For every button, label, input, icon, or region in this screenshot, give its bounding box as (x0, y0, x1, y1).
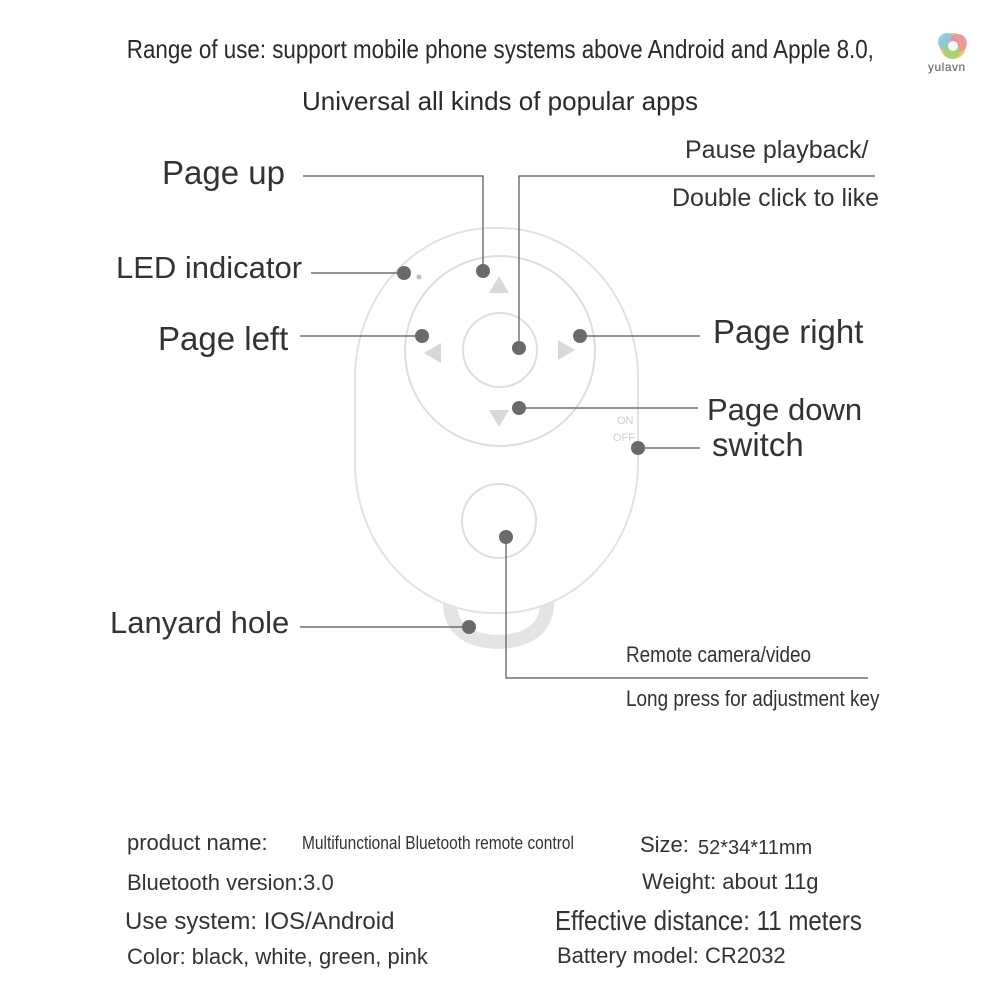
label-pause-playback: Pause playback/ (685, 136, 869, 164)
range-of-use-line-2: Universal all kinds of popular apps (302, 86, 698, 116)
dot-center (512, 341, 526, 355)
label-page-up: Page up (162, 154, 285, 191)
leader-remote (505, 537, 868, 679)
switch-off-label: OFF (613, 432, 635, 444)
label-page-down: Page down (707, 392, 863, 427)
label-remote-camera: Remote camera/video (626, 642, 812, 667)
dot-page-down (512, 401, 526, 415)
spec-product-name-value: Multifunctional Bluetooth remote control (302, 833, 574, 853)
dot-page-right (573, 329, 587, 343)
label-led-indicator: LED indicator (116, 250, 303, 285)
brand-logo-icon (938, 33, 967, 59)
led-indicator-icon (416, 274, 422, 280)
lanyard-loop (442, 583, 555, 650)
dot-page-left (415, 329, 429, 343)
dot-switch (631, 441, 645, 455)
arrow-left-icon[interactable] (424, 343, 441, 363)
center-button[interactable] (462, 312, 538, 388)
label-page-left: Page left (158, 320, 289, 357)
switch-on-label: ON (617, 415, 634, 427)
range-of-use-line-1: Range of use: support mobile phone syste… (126, 34, 874, 64)
spec-bluetooth-version: Bluetooth version:3.0 (127, 870, 334, 895)
label-switch: switch (712, 426, 804, 463)
label-lanyard-hole: Lanyard hole (110, 605, 290, 640)
spec-product-name-label: product name: (127, 830, 268, 855)
leader-pause (518, 175, 875, 348)
dot-page-up (476, 264, 490, 278)
brand-name: yulavn (928, 60, 966, 74)
label-long-press: Long press for adjustment key (626, 686, 880, 711)
arrow-up-icon[interactable] (489, 276, 509, 293)
label-double-click: Double click to like (672, 184, 880, 212)
dot-lanyard (462, 620, 476, 634)
spec-size-value: 52*34*11mm (698, 837, 813, 859)
spec-effective-distance: Effective distance: 11 meters (555, 905, 862, 936)
label-page-right: Page right (713, 313, 864, 350)
leader-page-up (303, 175, 484, 269)
spec-battery-model: Battery model: CR2032 (557, 943, 786, 968)
dot-led (397, 266, 411, 280)
spec-color: Color: black, white, green, pink (127, 944, 428, 969)
shutter-button[interactable] (461, 483, 537, 559)
spec-use-system: Use system: IOS/Android (125, 908, 395, 935)
dot-shutter (499, 530, 513, 544)
arrow-down-icon[interactable] (489, 410, 509, 427)
spec-weight: Weight: about 11g (642, 869, 819, 894)
spec-size-label: Size: (640, 832, 689, 857)
arrow-right-icon[interactable] (558, 340, 575, 360)
